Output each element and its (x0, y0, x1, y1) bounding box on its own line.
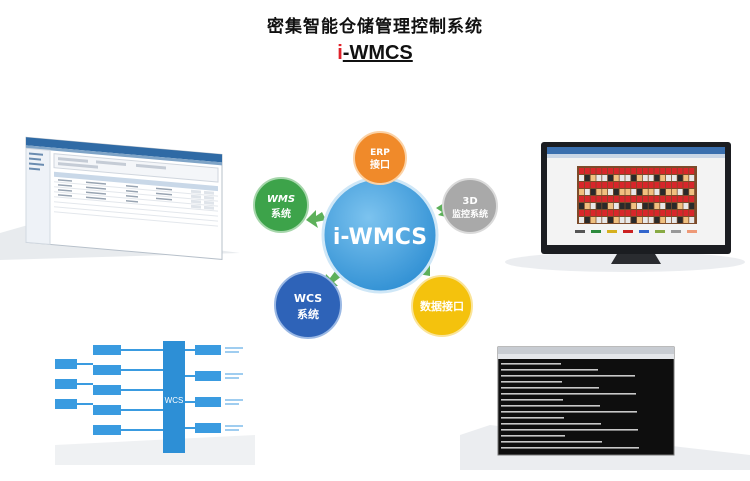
node-wcs-line2: 系统 (297, 307, 319, 321)
subtitle-accent: i (337, 42, 343, 64)
hub-center-label: i-WMCS (333, 225, 427, 250)
node-erp-line2: 接口 (370, 158, 390, 171)
monitor-screenshot (505, 142, 745, 272)
node-monitor3d-line1: 3D (462, 196, 477, 207)
node-monitor3d-line2: 监控系统 (452, 208, 488, 220)
wcs-diagram-center-label: WCS (165, 396, 184, 405)
wcs-block-diagram: WCS (55, 341, 255, 465)
terminal-screenshot (460, 346, 750, 470)
page-subtitle: i-WMCS (0, 42, 750, 65)
node-erp (353, 131, 407, 185)
node-data-line1: 数据接口 (420, 299, 464, 313)
node-data (411, 275, 473, 337)
node-wms (253, 177, 309, 233)
arrow-wms (306, 210, 326, 228)
subtitle-rest: -WMCS (342, 42, 413, 64)
node-erp-line1: ERP (370, 148, 390, 158)
node-wms-line1: WMS (267, 194, 295, 205)
wms-screenshot (0, 136, 240, 260)
node-wcs (274, 271, 342, 339)
node-wms-line2: 系统 (271, 207, 291, 220)
node-monitor3d (442, 178, 498, 234)
page-title: 密集智能仓储管理控制系统 (267, 17, 483, 37)
node-wcs-line1: WCS (294, 292, 322, 305)
